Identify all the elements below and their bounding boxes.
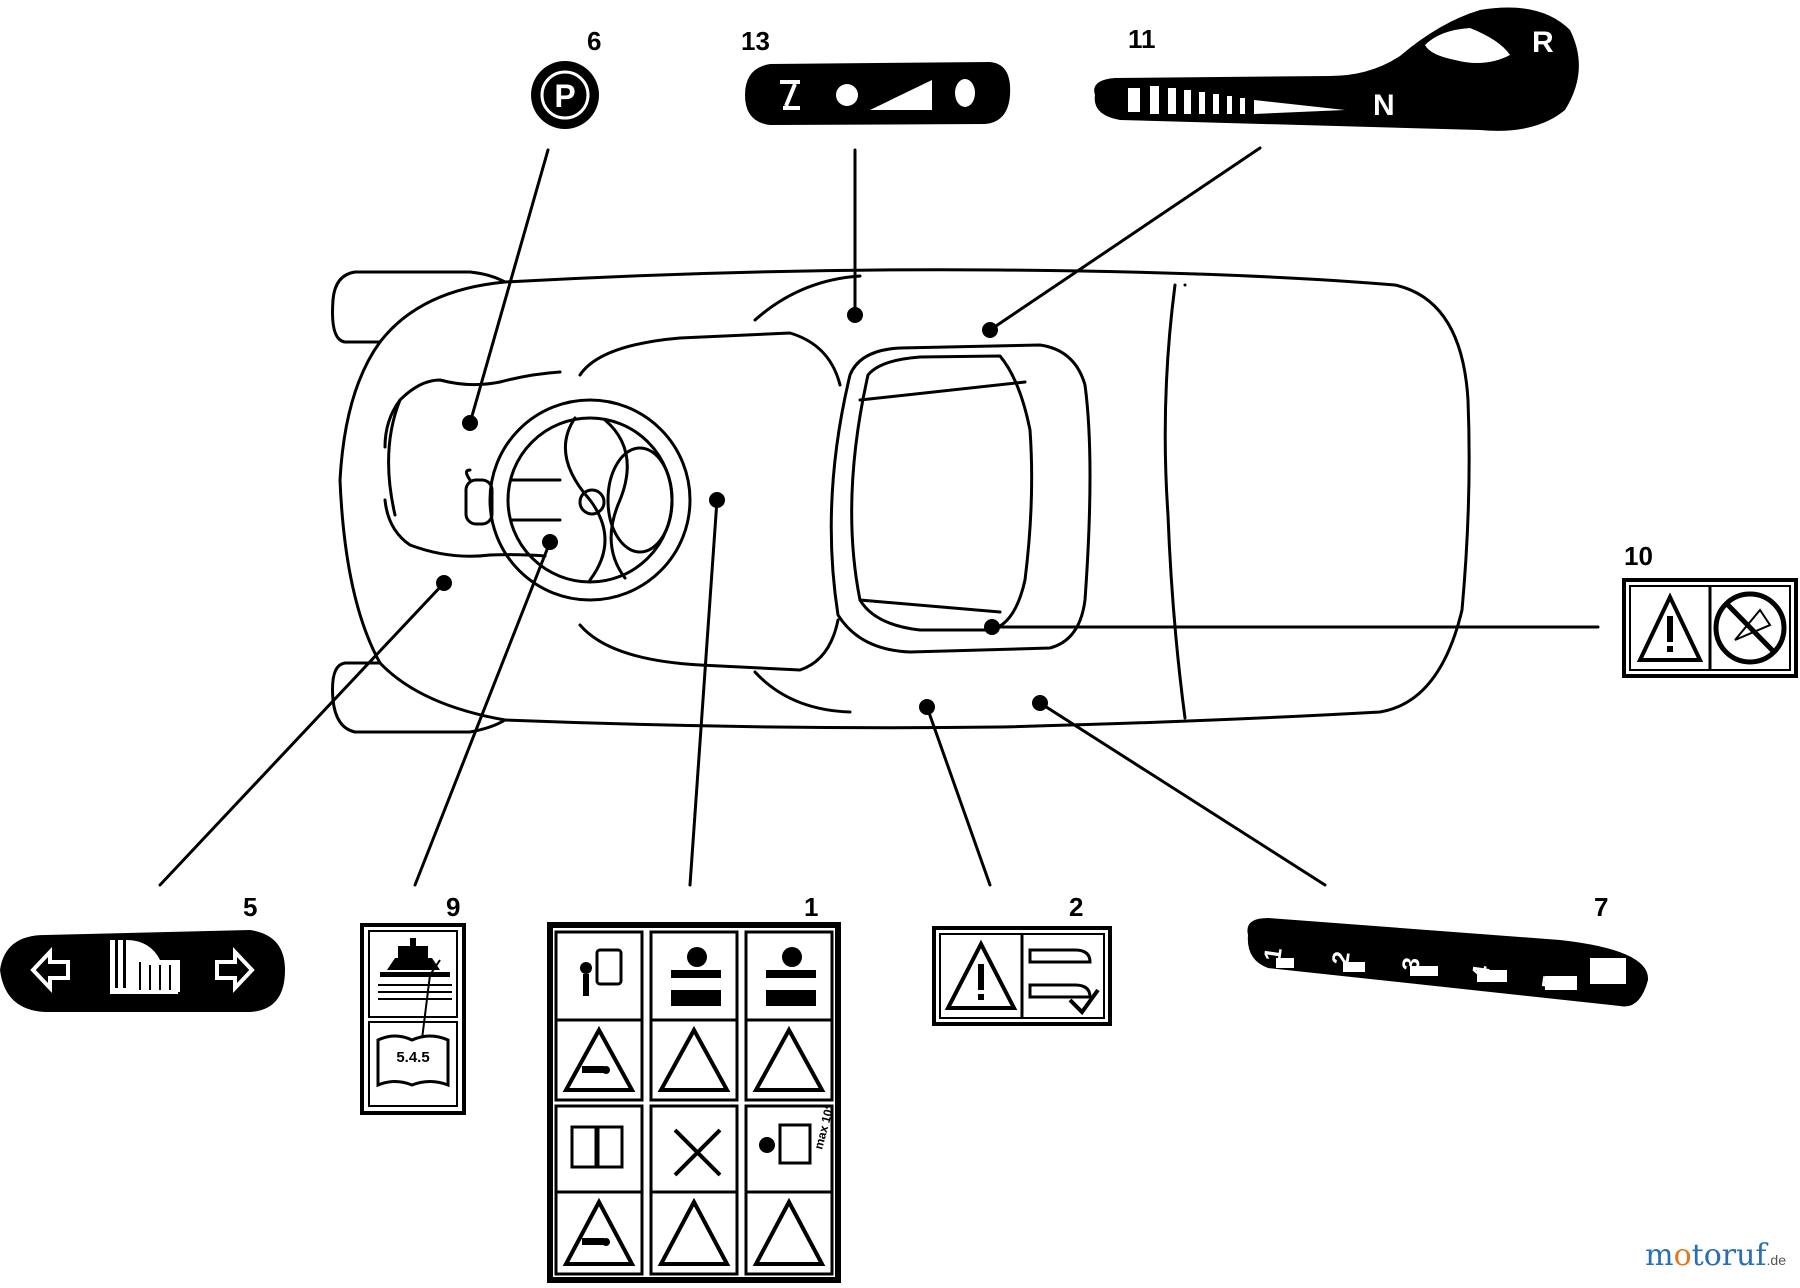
- decal-1-safety-grid: max 10°: [547, 922, 841, 1283]
- watermark-logo: motoruf.de: [1645, 1238, 1786, 1273]
- callout-1: 1: [804, 892, 819, 922]
- callout-2: 2: [1069, 892, 1084, 922]
- callout-5: 5: [243, 892, 258, 922]
- manual-section: 5.4.5: [396, 1049, 429, 1066]
- decal-13-throttle: [745, 62, 1011, 125]
- decal-5-deck: [0, 930, 285, 1012]
- decal-2-warning: [932, 926, 1112, 1026]
- decal-10-warning: [1622, 578, 1798, 678]
- parking-letter: P: [554, 78, 575, 114]
- callout-6: 6: [587, 26, 602, 56]
- callout-13: 13: [741, 26, 770, 56]
- callout-11: 11: [1128, 24, 1156, 54]
- leader-dots: [436, 307, 1048, 715]
- callout-9: 9: [446, 892, 461, 922]
- decal-7-gears: 1 2 3 4 5: [1247, 918, 1649, 1007]
- decal-9-manual: 5.4.5: [360, 923, 466, 1115]
- tractor-body: [331, 268, 1471, 734]
- gear-label-n: N: [1373, 89, 1395, 122]
- leader-lines: [158, 146, 1600, 887]
- gear-label-r: R: [1532, 26, 1554, 59]
- decal-6-parking: P: [531, 61, 599, 129]
- callout-10: 10: [1624, 541, 1653, 571]
- callout-7: 7: [1594, 892, 1609, 922]
- decal-11-gear: N R: [1094, 7, 1579, 131]
